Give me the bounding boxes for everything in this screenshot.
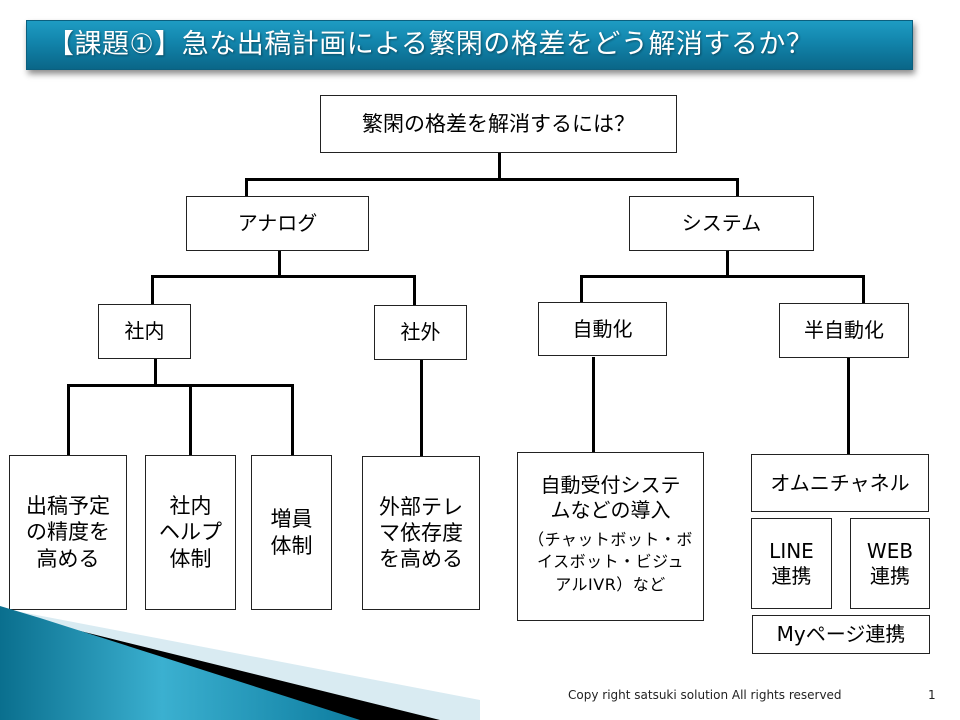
leaf-omnichannel: オムニチャネル (751, 454, 929, 512)
analog-node-label: アナログ (237, 211, 318, 235)
leaf-staff-increase: 増員 体制 (251, 455, 332, 610)
leaf-forecast-accuracy: 出稿予定 の精度を 高める (9, 455, 127, 610)
connector (154, 357, 157, 384)
leaf-line: ヘルプ (159, 520, 222, 545)
leaf-web-integration: WEB 連携 (850, 518, 930, 609)
leaf-line: の精度を (26, 520, 110, 545)
connector (245, 178, 739, 181)
mypage-label: Myページ連携 (776, 622, 906, 646)
internal-node-label: 社内 (124, 319, 165, 343)
connector (189, 384, 192, 457)
leaf-line-integration: LINE 連携 (751, 518, 832, 609)
connector (278, 250, 281, 277)
swoosh-teal (0, 606, 360, 720)
leaf-sub-note: （チャットボット・ボ イスボット・ビジュ アルIVR）など (528, 529, 693, 596)
leaf-line: 自動受付システ (540, 473, 681, 497)
connector (151, 275, 415, 278)
connector (592, 357, 595, 454)
connector (413, 275, 416, 305)
semi-auto-node: 半自動化 (779, 303, 909, 358)
connector (420, 358, 423, 457)
analog-node: アナログ (186, 196, 369, 251)
internal-node: 社内 (98, 304, 191, 359)
decorative-swoosh (0, 606, 480, 720)
leaf-line: 増員 (270, 507, 313, 532)
leaf-line: 連携 (771, 563, 812, 588)
connector (862, 275, 865, 303)
leaf-line: 体制 (169, 546, 212, 571)
root-node-label: 繁閑の格差を解消するには？ (362, 111, 635, 136)
leaf-line: 高める (36, 546, 100, 571)
leaf-auto-reception-system: 自動受付システ ムなどの導入 （チャットボット・ボ イスボット・ビジュ アルIV… (517, 452, 704, 621)
leaf-line: 社内 (169, 494, 212, 519)
copyright-footer: Copy right satsuki solution All rights r… (568, 688, 842, 702)
connector (67, 384, 293, 387)
leaf-line: 外部テレ (379, 494, 463, 519)
system-node: システム (629, 196, 814, 251)
auto-node: 自動化 (538, 302, 667, 356)
leaf-sub-line: アルIVR）など (555, 574, 666, 594)
leaf-sub-line: イスボット・ビジュ (537, 552, 684, 572)
leaf-line: 連携 (869, 563, 910, 588)
leaf-sub-line: （チャットボット・ボ (528, 530, 693, 549)
external-node: 社外 (374, 305, 467, 360)
connector (847, 356, 850, 455)
leaf-line: LINE (769, 538, 814, 563)
leaf-line: 体制 (270, 533, 313, 558)
connector (67, 384, 70, 457)
connector (580, 275, 865, 278)
connector (291, 384, 294, 456)
leaf-line: WEB (866, 538, 914, 563)
system-node-label: システム (681, 211, 762, 235)
connector (245, 178, 248, 198)
connector (736, 178, 739, 198)
slide-title: 【課題①】急な出稿計画による繁閑の格差をどう解消するか？ (26, 20, 913, 70)
page-number: 1 (928, 688, 936, 702)
root-node: 繁閑の格差を解消するには？ (320, 95, 677, 153)
leaf-internal-help: 社内 ヘルプ 体制 (145, 455, 236, 610)
semi-auto-node-label: 半自動化 (804, 318, 884, 342)
leaf-line: 出稿予定 (26, 494, 110, 519)
leaf-line: を高める (379, 547, 463, 572)
auto-node-label: 自動化 (572, 316, 633, 341)
connector (151, 275, 154, 305)
connector (580, 275, 583, 303)
external-node-label: 社外 (400, 320, 441, 344)
connector (498, 153, 501, 180)
leaf-line: マ依存度 (379, 520, 463, 545)
leaf-external-telemarketing: 外部テレ マ依存度 を高める (362, 456, 480, 610)
omnichannel-label: オムニチャネル (770, 470, 910, 495)
connector (726, 250, 729, 277)
leaf-mypage-integration: Myページ連携 (752, 615, 930, 654)
leaf-line: ムなどの導入 (550, 498, 671, 522)
